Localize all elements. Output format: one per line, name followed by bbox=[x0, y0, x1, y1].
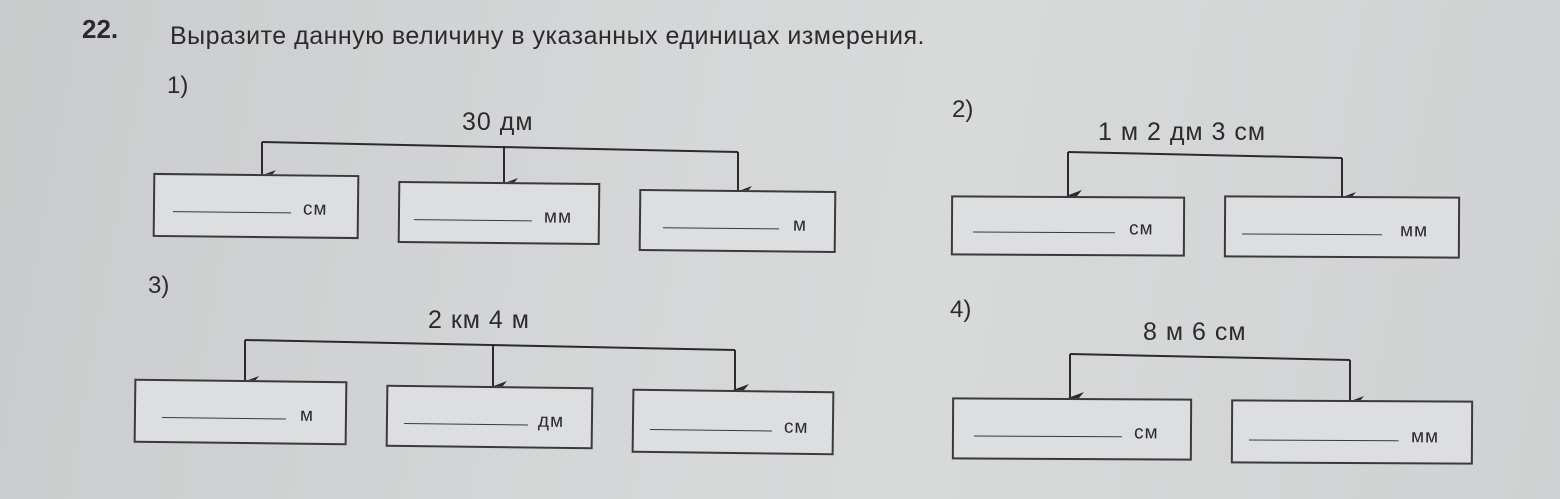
answer-blank[interactable] bbox=[403, 422, 528, 426]
answer-blank[interactable] bbox=[972, 231, 1115, 234]
part-1-answer-box-2: мм bbox=[397, 180, 601, 246]
task-number: 22. bbox=[82, 14, 119, 44]
unit-label: см bbox=[1128, 218, 1154, 240]
answer-blank[interactable] bbox=[1248, 439, 1399, 442]
unit-label: дм bbox=[537, 410, 565, 432]
answer-blank[interactable] bbox=[973, 435, 1122, 438]
unit-label: м bbox=[792, 214, 808, 236]
unit-label: мм bbox=[1399, 220, 1429, 242]
answer-blank[interactable] bbox=[413, 219, 532, 222]
unit-label: см bbox=[783, 416, 809, 438]
part-1-label: 1) bbox=[167, 72, 189, 99]
part-1-quantity: 30 дм bbox=[462, 108, 534, 136]
part-3-label: 3) bbox=[148, 272, 170, 299]
part-4-answer-box-2: мм bbox=[1230, 399, 1474, 465]
answer-blank[interactable] bbox=[662, 227, 779, 230]
unit-label: мм bbox=[1410, 426, 1440, 448]
part-1-answer-box-1: см bbox=[152, 172, 360, 240]
part-2-answer-box-1: см bbox=[950, 195, 1186, 257]
unit-label: см bbox=[302, 198, 328, 220]
part-3-answer-box-3: см bbox=[631, 388, 835, 456]
part-3-answer-box-1: м bbox=[133, 378, 348, 446]
part-4-quantity: 8 м 6 см bbox=[1143, 318, 1247, 346]
answer-blank[interactable] bbox=[161, 417, 286, 420]
part-1-answer-box-3: м bbox=[638, 188, 837, 254]
part-2-answer-box-2: мм bbox=[1223, 195, 1461, 259]
part-4-answer-box-1: см bbox=[951, 397, 1193, 461]
part-3-quantity: 2 км 4 м bbox=[428, 306, 530, 334]
answer-blank[interactable] bbox=[172, 211, 291, 214]
unit-label: мм bbox=[543, 206, 573, 228]
answer-blank[interactable] bbox=[1241, 233, 1382, 236]
task-instruction: Выразите данную величину в указанных еди… bbox=[170, 22, 925, 50]
unit-label: см bbox=[1133, 422, 1159, 444]
part-2-label: 2) bbox=[952, 96, 974, 123]
answer-blank[interactable] bbox=[649, 428, 772, 432]
unit-label: м bbox=[299, 404, 315, 426]
part-2-quantity: 1 м 2 дм 3 см bbox=[1098, 118, 1267, 146]
part-3-answer-box-2: дм bbox=[385, 384, 594, 450]
part-4-label: 4) bbox=[950, 296, 972, 323]
